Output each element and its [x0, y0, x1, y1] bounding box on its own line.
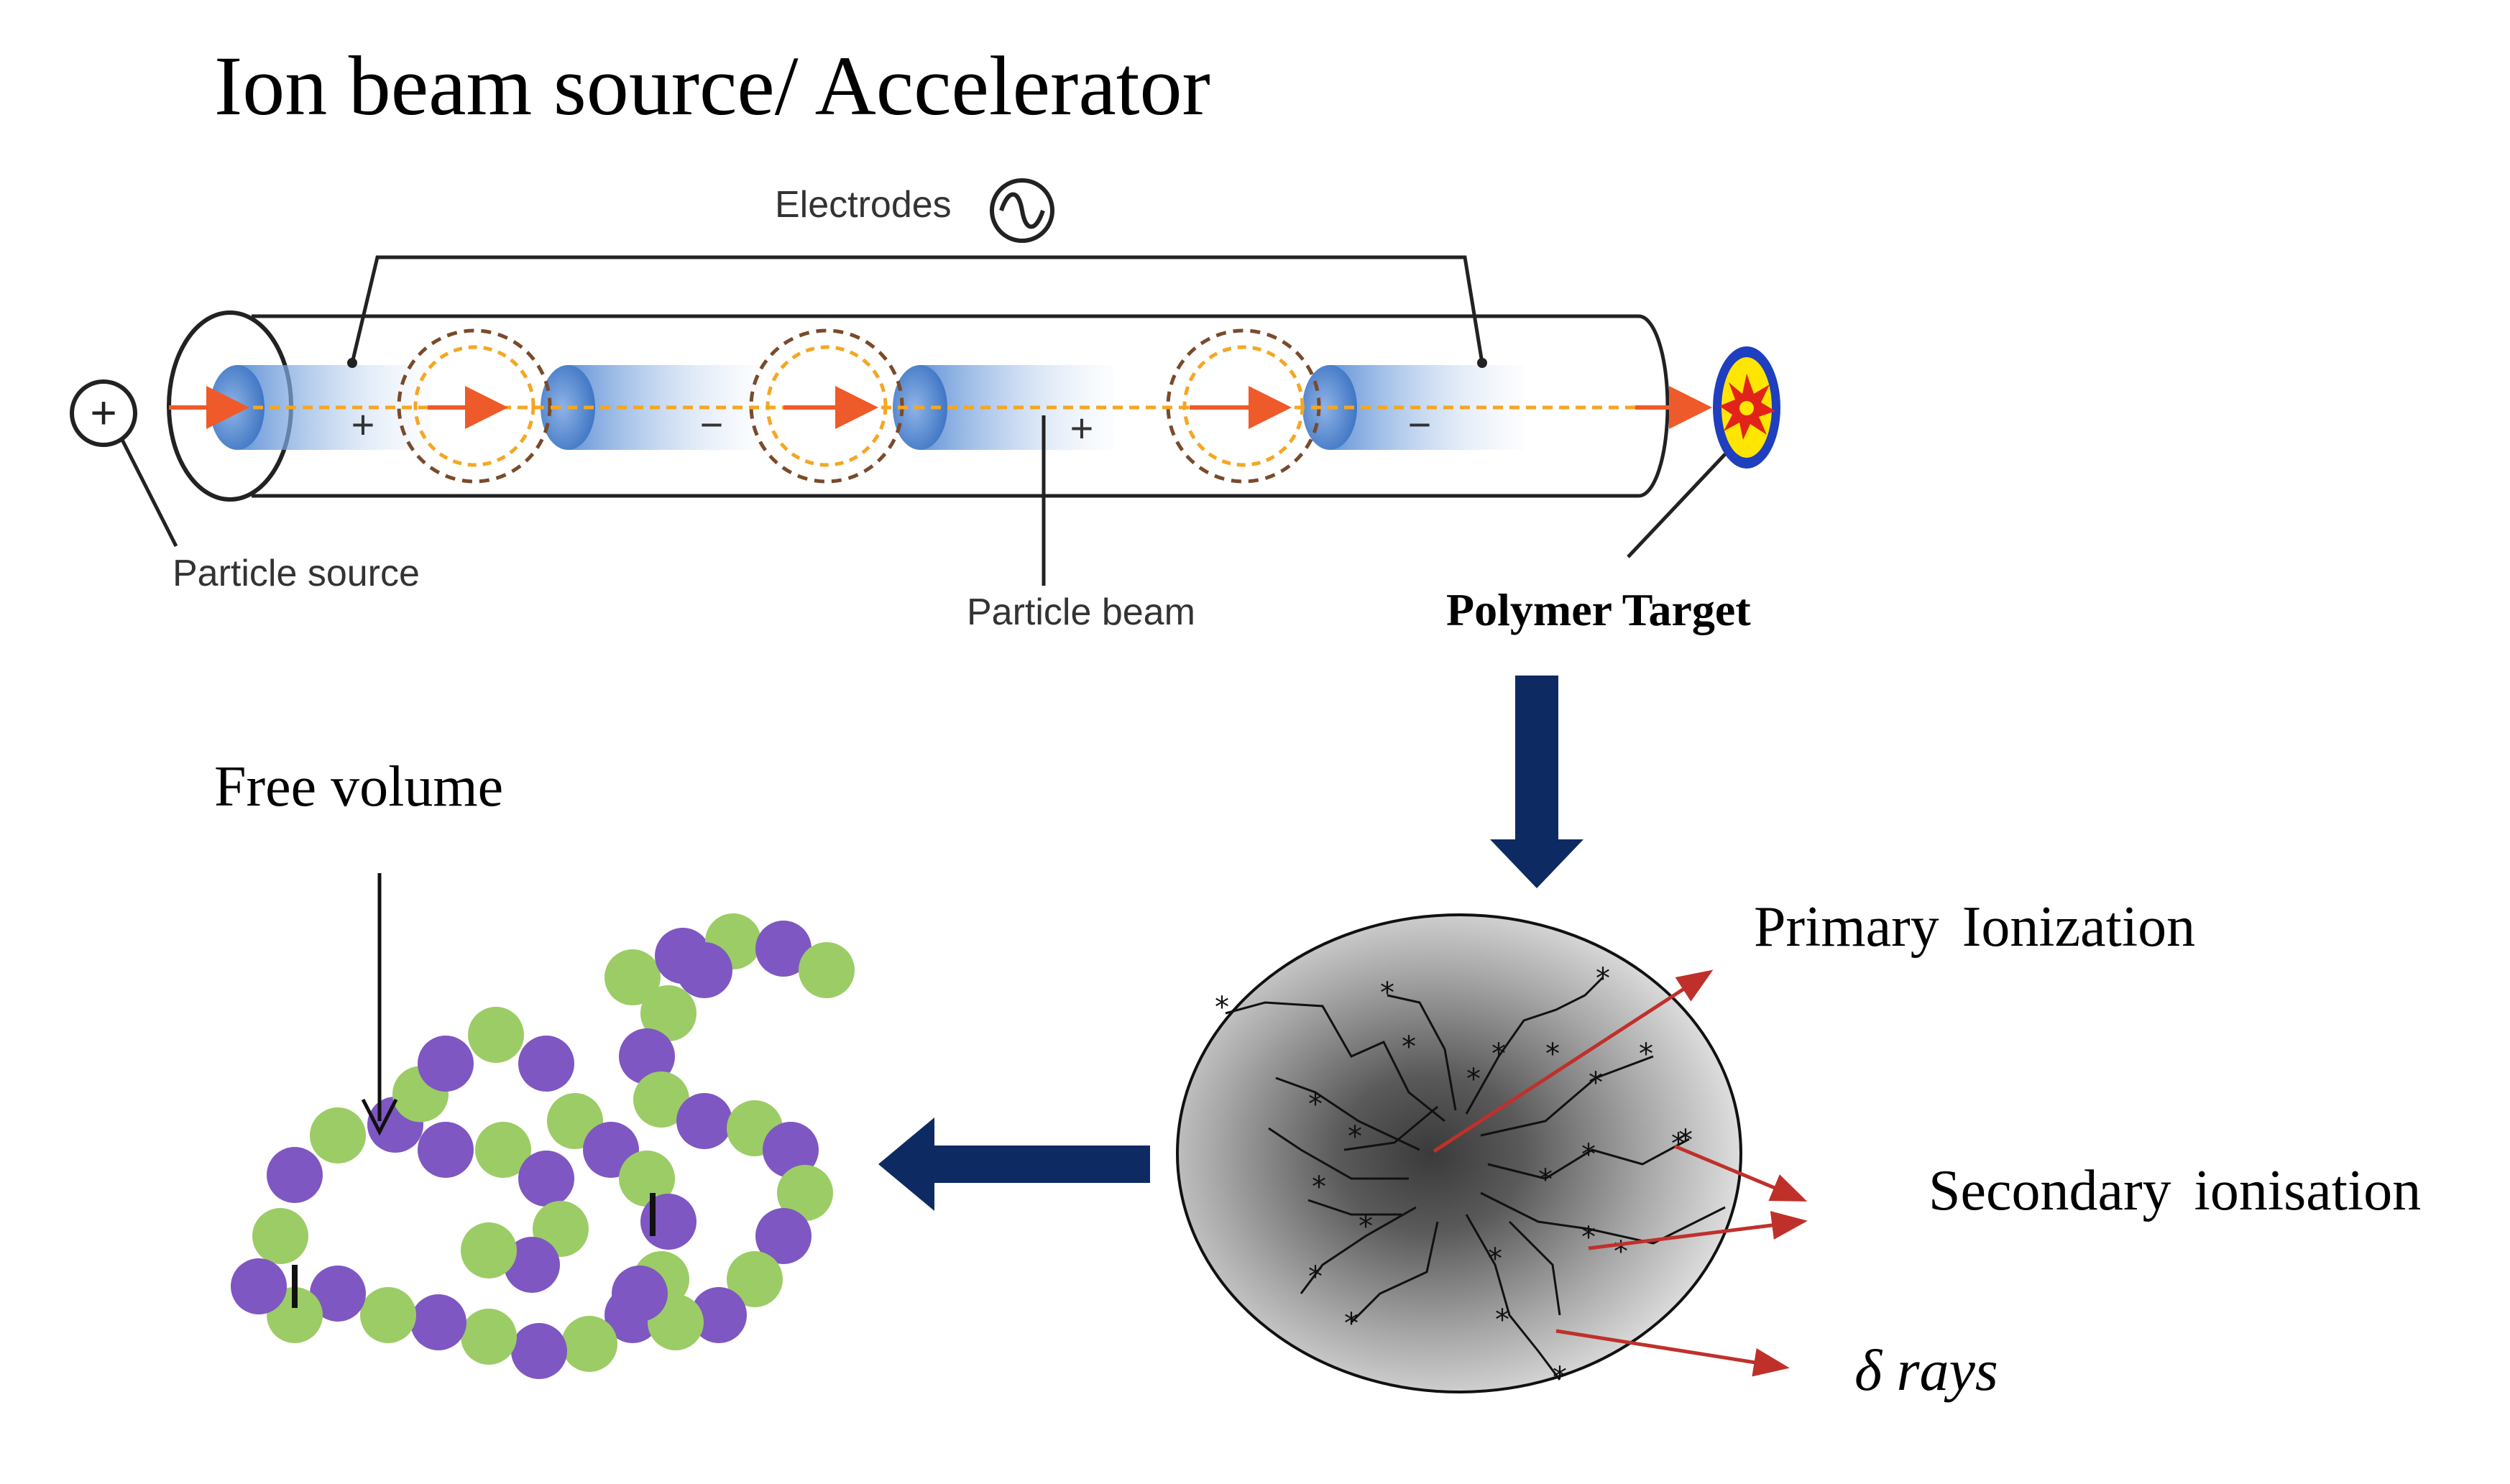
svg-text:*: * [1308, 1088, 1323, 1121]
monomer-bead-green [604, 949, 661, 1005]
svg-text:*: * [1538, 1163, 1553, 1197]
particle-source-leader [120, 438, 178, 548]
monomer-bead-purple [640, 1194, 697, 1250]
monomer-bead-purple [676, 1093, 732, 1149]
free-volume-label: Free volume [214, 755, 504, 819]
electrode-charge: − [1408, 402, 1432, 447]
svg-text:*: * [1215, 991, 1229, 1024]
monomer-bead-green [461, 1222, 517, 1278]
monomer-bead-purple [763, 1122, 819, 1178]
free-volume-arrowhead-icon [361, 1098, 398, 1136]
svg-text:*: * [1545, 1038, 1560, 1071]
crosslinks [292, 1193, 656, 1308]
monomer-bead-purple [612, 1266, 668, 1322]
electrode-charge: − [700, 402, 724, 447]
particle-source-label: Particle source [173, 553, 420, 594]
ionization-events: *** *** *** *** *** *** *** *** [1215, 962, 1693, 1394]
monomer-bead-purple [755, 921, 812, 977]
monomer-bead-purple [410, 1294, 466, 1350]
polymer-target-icon [1627, 346, 1780, 558]
electrode-contact-dot [1477, 358, 1487, 368]
svg-text:*: * [1671, 1128, 1686, 1161]
monomer-bead-purple [676, 942, 732, 998]
electrodes-connector [347, 178, 1487, 368]
electrode-charges: + − + − [351, 402, 1432, 451]
down-process-arrow-icon [1490, 676, 1583, 888]
polymer-target-label: Polymer Target [1446, 584, 1751, 635]
primary-ionization-ray [1433, 969, 1714, 1153]
secondary-ionisation-ray [1674, 1144, 1808, 1202]
svg-text:*: * [1581, 1221, 1596, 1254]
particle-source-icon: + [70, 379, 178, 548]
svg-text:*: * [1495, 1304, 1509, 1337]
svg-text:*: * [1348, 1120, 1362, 1153]
ac-source-icon [990, 178, 1054, 243]
delta-ray-tracks [1225, 976, 1726, 1381]
svg-text:*: * [1581, 1138, 1596, 1171]
monomer-bead-green [468, 1007, 524, 1063]
monomer-bead-purple [418, 1122, 474, 1178]
monomer-bead-purple [518, 1036, 574, 1092]
primary-ionization-label: Primary Ionization [1754, 895, 2196, 959]
monomer-bead-green [777, 1165, 833, 1221]
electrode-contact-dot [347, 358, 357, 368]
polymer-chains [231, 873, 855, 1379]
monomer-bead-purple [504, 1237, 560, 1293]
svg-text:*: * [1402, 1031, 1416, 1064]
svg-text:*: * [1596, 962, 1610, 995]
monomer-bead-green [633, 1071, 689, 1128]
svg-text:*: * [1380, 977, 1394, 1010]
monomer-bead-purple [619, 1028, 675, 1084]
electrode-charge: + [1070, 405, 1094, 451]
svg-text:*: * [1344, 1307, 1359, 1340]
polymer-target-leader [1627, 453, 1727, 558]
svg-text:*: * [1488, 1243, 1502, 1276]
svg-text:*: * [1312, 1171, 1326, 1204]
svg-text:*: * [1589, 1066, 1603, 1100]
svg-text:*: * [1466, 1063, 1481, 1096]
svg-text:*: * [1553, 1361, 1567, 1394]
monomer-bead-purple [418, 1036, 474, 1092]
monomer-bead-green [310, 1107, 366, 1163]
monomer-bead-green [475, 1122, 531, 1178]
monomer-bead-purple [518, 1151, 574, 1207]
monomer-bead-purple [231, 1258, 287, 1314]
particle-source-symbol: + [90, 387, 116, 438]
particle-beam-label: Particle beam [967, 591, 1195, 633]
svg-text:*: * [1491, 1038, 1506, 1071]
left-process-arrow-icon [878, 1117, 1150, 1211]
secondary-ionisation-label: Secondary ionisation [1929, 1159, 2422, 1222]
monomer-bead-purple [691, 1287, 747, 1343]
monomer-bead-green [619, 1151, 675, 1207]
secondary-ionisation-ray [1588, 1211, 1808, 1250]
svg-text:*: * [1639, 1038, 1653, 1071]
svg-text:*: * [1308, 1261, 1323, 1294]
gap-circle-outer [397, 328, 552, 484]
gap-circle-inner [413, 345, 535, 467]
monomer-bead-green [561, 1316, 617, 1372]
monomer-bead-purple [755, 1208, 812, 1264]
svg-text:*: * [1359, 1210, 1373, 1243]
monomer-bead-green [360, 1287, 416, 1343]
ionization-track-sphere: *** *** *** *** *** *** *** *** [1176, 913, 1808, 1394]
chain-beads [231, 913, 855, 1379]
svg-text:*: * [1614, 1235, 1628, 1268]
monomer-bead-green [727, 1251, 783, 1307]
monomer-bead-purple [267, 1147, 323, 1203]
monomer-bead-green [461, 1309, 517, 1365]
monomer-bead-purple [511, 1323, 567, 1379]
delta-rays-label: δ rays [1854, 1337, 1998, 1403]
diagram-title: Ion beam source/ Accelerator [214, 39, 1210, 133]
monomer-bead-green [252, 1208, 308, 1264]
electrodes-label: Electrodes [775, 184, 952, 226]
monomer-bead-green [640, 985, 697, 1041]
electrodes-bracket [350, 255, 1484, 364]
monomer-bead-purple [310, 1266, 366, 1322]
delta-ray-arrow [1555, 1329, 1790, 1377]
electrode-charge: + [351, 402, 375, 447]
monomer-bead-green [799, 942, 855, 998]
